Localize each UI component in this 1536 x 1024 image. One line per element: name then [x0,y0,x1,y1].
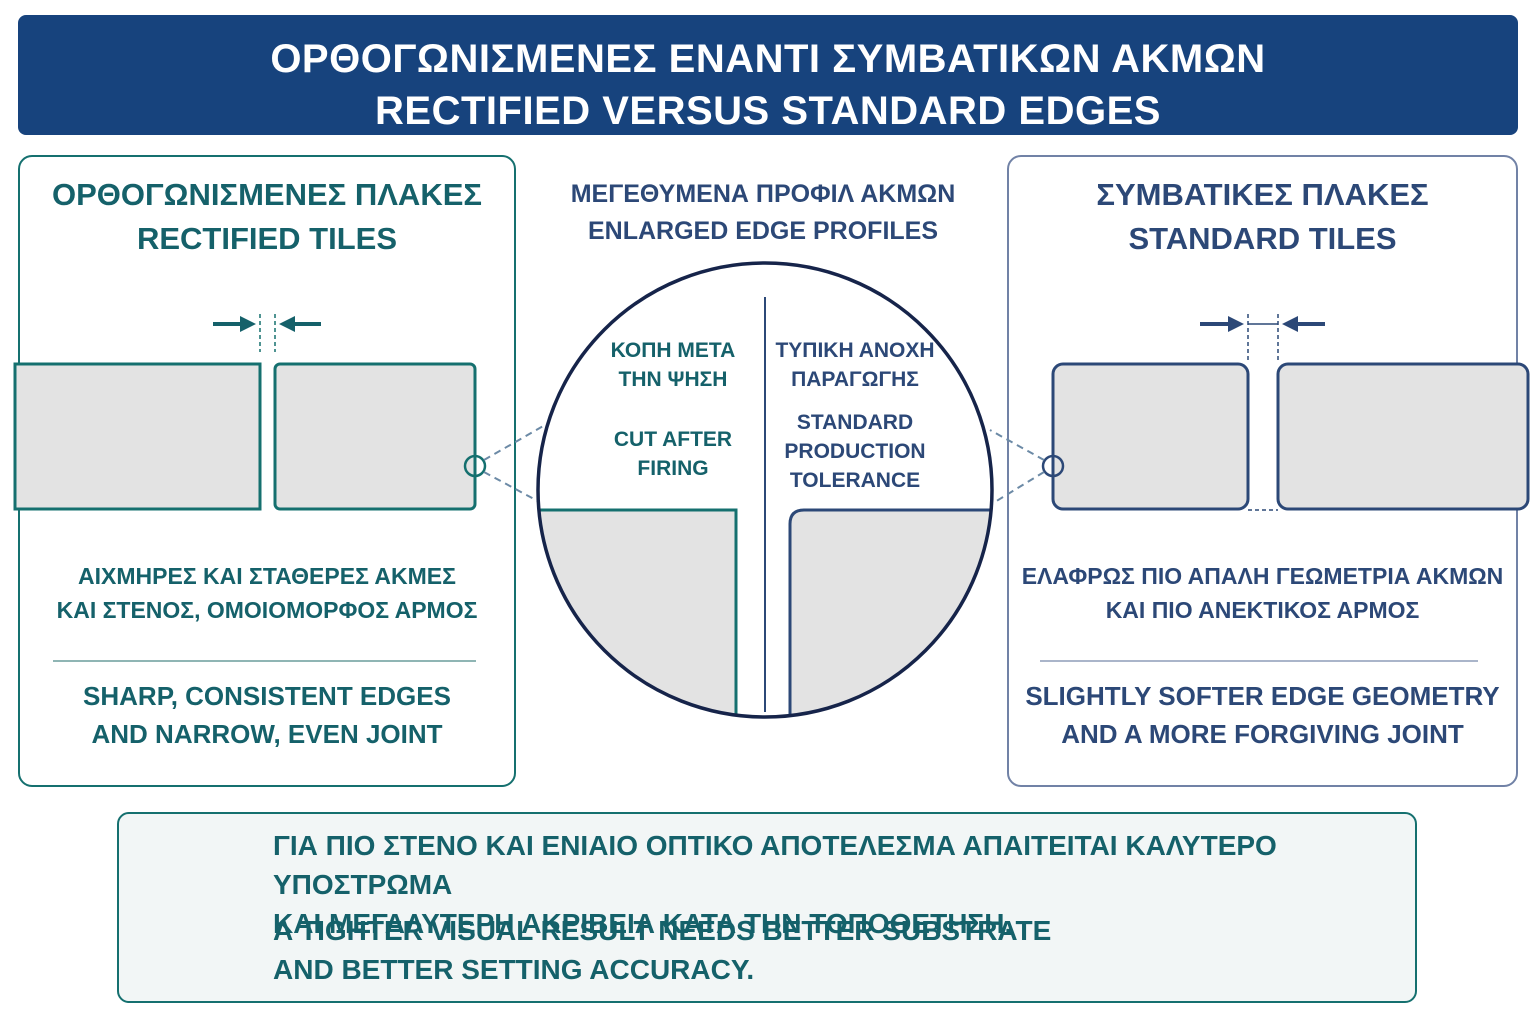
rectified-divider [53,660,476,662]
rectified-description-greek: ΑΙΧΜΗΡΕΣ ΚΑΙ ΣΤΑΘΕΡΕΣ ΑΚΜΕΣ ΚΑΙ ΣΤΕΝΟΣ, … [18,559,516,627]
standard-tile-right [1276,362,1530,511]
notice-greek-line2: ΚΑΙ ΜΕΓΑΛΥΤΕΡΗ ΑΚΡΙΒΕΙΑ ΚΑΤΑ ΤΗΝ ΤΟΠΟΘΕΤ… [273,908,1013,939]
standard-zoom-lines [989,429,1045,506]
standard-title-greek: ΣΥΜΒΑΤΙΚΕΣ ΠΛΑΚΕΣ [1096,177,1429,212]
rectified-desc-english-line2: AND NARROW, EVEN JOINT [91,719,443,749]
rectified-desc-english-line1: SHARP, CONSISTENT EDGES [83,681,451,711]
notice-english-line1: A TIGHTER VISUAL RESULT NEEDS BETTER SUB… [273,915,1052,946]
standard-desc-greek-line2: ΚΑΙ ΠΙΟ ΑΝΕΚΤΙΚΟΣ ΑΡΜΟΣ [1105,597,1420,623]
standard-tolerance-label-english: STANDARD PRODUCTION TOLERANCE [770,408,940,495]
cut-greek-line2: ΤΗΝ ΨΗΣΗ [618,368,728,391]
enlarged-title-greek: ΜΕΓΕΘΥΜΕΝΑ ΠΡΟΦΙΛ ΑΚΜΩΝ [570,180,956,208]
standard-joint-arrows-icon [1200,316,1325,332]
tolerance-greek-line1: ΤΥΠΙΚΗ ΑΝΟΧΗ [775,339,935,362]
standard-title-english: STANDARD TILES [1128,221,1397,256]
standard-tolerance-label-greek: ΤΥΠΙΚΗ ΑΝΟΧΗ ΠΑΡΑΓΩΓΗΣ [770,336,940,394]
standard-title: ΣΥΜΒΑΤΙΚΕΣ ΠΛΑΚΕΣ STANDARD TILES [1007,173,1518,261]
rectified-desc-greek-line2: ΚΑΙ ΣΤΕΝΟΣ, ΟΜΟΙΟΜΟΡΦΟΣ ΑΡΜΟΣ [56,597,478,623]
rectified-zoom-lines [483,424,546,506]
standard-joint-guides [1247,314,1279,511]
standard-description-greek: ΕΛΑΦΡΩΣ ΠΙΟ ΑΠΑΛΗ ΓΕΩΜΕΤΡΙΑ ΑΚΜΩΝ ΚΑΙ ΠΙ… [1007,559,1518,627]
rectified-title-greek: ΟΡΘΟΓΩΝΙΣΜΕΝΕΣ ΠΛΑΚΕΣ [51,177,482,212]
cut-greek-line1: ΚΟΠΗ ΜΕΤΑ [610,339,736,362]
rectified-title: ΟΡΘΟΓΩΝΙΣΜΕΝΕΣ ΠΛΑΚΕΣ RECTIFIED TILES [18,173,516,261]
standard-desc-english-line2: AND A MORE FORGIVING JOINT [1061,719,1464,749]
notice-english-line2: AND BETTER SETTING ACCURACY. [273,954,755,985]
cut-english-line1: CUT AFTER [613,428,733,451]
notice-greek-line1: ΓΙΑ ΠΙΟ ΣΤΕΝΟ ΚΑΙ ΕΝΙΑΙΟ ΟΠΤΙΚΟ ΑΠΟΤΕΛΕΣ… [273,830,1277,900]
rectified-desc-greek-line1: ΑΙΧΜΗΡΕΣ ΚΑΙ ΣΤΑΘΕΡΕΣ ΑΚΜΕΣ [78,563,456,589]
rectified-joint-guides [259,314,276,352]
cut-after-firing-label-english: CUT AFTER FIRING [592,425,754,483]
cut-after-firing-label-greek: ΚΟΠΗ ΜΕΤΑ ΤΗΝ ΨΗΣΗ [592,336,754,394]
rectified-tile-left [13,362,262,511]
tolerance-english-line2: PRODUCTION [784,440,926,463]
cut-english-line2: FIRING [637,457,709,480]
standard-tile-left [1051,362,1250,511]
rectified-tile-right [273,362,477,511]
setting-accuracy-notice [117,812,1417,1003]
rectified-title-english: RECTIFIED TILES [136,221,398,256]
enlarged-title-english: ENLARGED EDGE PROFILES [587,217,939,245]
rectified-joint-arrows-icon [213,316,321,332]
standard-divider [1040,660,1478,662]
standard-description-english: SLIGHTLY SOFTER EDGE GEOMETRY AND A MORE… [1007,677,1518,753]
rectified-zoom-marker-icon [463,454,487,478]
rectified-description-english: SHARP, CONSISTENT EDGES AND NARROW, EVEN… [18,677,516,753]
enlarged-edge-circle [536,261,994,719]
standard-edge-profile [788,508,992,717]
standard-zoom-marker-icon [1041,454,1065,478]
title-english: RECTIFIED VERSUS STANDARD EDGES [375,89,1161,133]
rectified-edge-profile [538,508,738,717]
tolerance-english-line3: TOLERANCE [789,469,921,492]
tolerance-greek-line2: ΠΑΡΑΓΩΓΗΣ [791,368,919,391]
enlarged-profiles-title: ΜΕΓΕΘΥΜΕΝΑ ΠΡΟΦΙΛ ΑΚΜΩΝ ENLARGED EDGE PR… [520,176,1006,250]
notice-text-greek: ΓΙΑ ΠΙΟ ΣΤΕΝΟ ΚΑΙ ΕΝΙΑΙΟ ΟΠΤΙΚΟ ΑΠΟΤΕΛΕΣ… [273,826,1403,943]
title-greek: ΟΡΘΟΓΩΝΙΣΜΕΝΕΣ ΕΝΑΝΤΙ ΣΥΜΒΑΤΙΚΩΝ ΑΚΜΩΝ [270,37,1266,81]
standard-desc-greek-line1: ΕΛΑΦΡΩΣ ΠΙΟ ΑΠΑΛΗ ΓΕΩΜΕΤΡΙΑ ΑΚΜΩΝ [1021,563,1504,589]
standard-desc-english-line1: SLIGHTLY SOFTER EDGE GEOMETRY [1025,681,1500,711]
tolerance-english-line1: STANDARD [796,411,914,434]
notice-text-english: A TIGHTER VISUAL RESULT NEEDS BETTER SUB… [273,911,1403,989]
title-banner: ΟΡΘΟΓΩΝΙΣΜΕΝΕΣ ΕΝΑΝΤΙ ΣΥΜΒΑΤΙΚΩΝ ΑΚΜΩΝ R… [18,15,1518,135]
